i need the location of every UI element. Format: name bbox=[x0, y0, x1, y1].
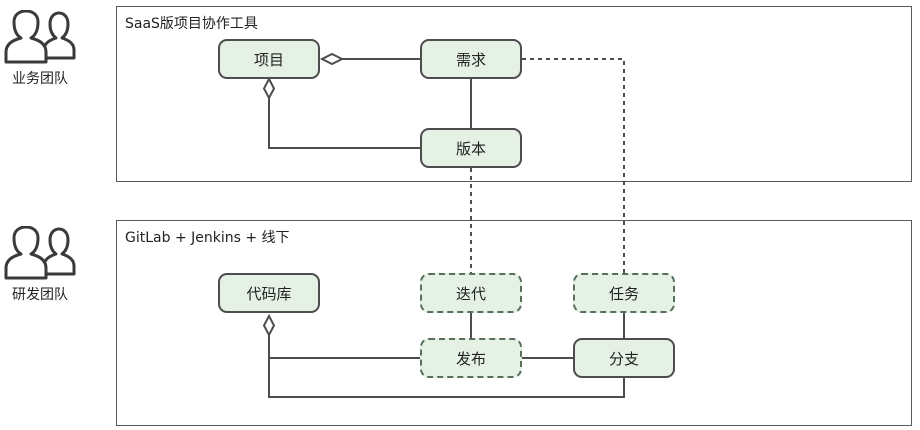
codebase-release-link bbox=[268, 335, 420, 359]
codebase-branch-link bbox=[268, 358, 625, 398]
release-node[interactable]: 发布 bbox=[420, 338, 522, 378]
project-version-link bbox=[268, 98, 420, 149]
dev-frame-title: GitLab + Jenkins + 线下 bbox=[125, 230, 290, 246]
users-icon bbox=[4, 10, 76, 64]
business-team-label: 业务团队 bbox=[12, 71, 68, 87]
branch-node-label: 分支 bbox=[608, 349, 639, 368]
project-node[interactable]: 项目 bbox=[218, 39, 320, 79]
iteration-node-label: 迭代 bbox=[455, 284, 486, 303]
aggregation-diamond bbox=[319, 52, 345, 66]
task-node[interactable]: 任务 bbox=[573, 273, 675, 313]
aggregation-diamond bbox=[262, 76, 276, 101]
dev-team: 研发团队 bbox=[0, 226, 80, 304]
branch-node[interactable]: 分支 bbox=[573, 338, 675, 378]
aggregation-diamond bbox=[262, 313, 276, 338]
version-node-label: 版本 bbox=[455, 139, 486, 158]
requirement-node-label: 需求 bbox=[455, 50, 486, 69]
codebase-node-label: 代码库 bbox=[246, 284, 292, 303]
iteration-node[interactable]: 迭代 bbox=[420, 273, 522, 313]
dev-team-label: 研发团队 bbox=[12, 287, 68, 303]
requirement-task-trace bbox=[522, 58, 625, 273]
codebase-node[interactable]: 代码库 bbox=[218, 273, 320, 313]
version-node[interactable]: 版本 bbox=[420, 128, 522, 168]
task-node-label: 任务 bbox=[608, 284, 639, 303]
project-node-label: 项目 bbox=[253, 50, 284, 69]
users-icon bbox=[4, 226, 76, 280]
dev-tool-frame: GitLab + Jenkins + 线下 bbox=[116, 220, 912, 426]
business-team: 业务团队 bbox=[0, 10, 80, 88]
requirement-node[interactable]: 需求 bbox=[420, 39, 522, 79]
release-node-label: 发布 bbox=[455, 349, 486, 368]
saas-frame-title: SaaS版项目协作工具 bbox=[125, 16, 258, 32]
